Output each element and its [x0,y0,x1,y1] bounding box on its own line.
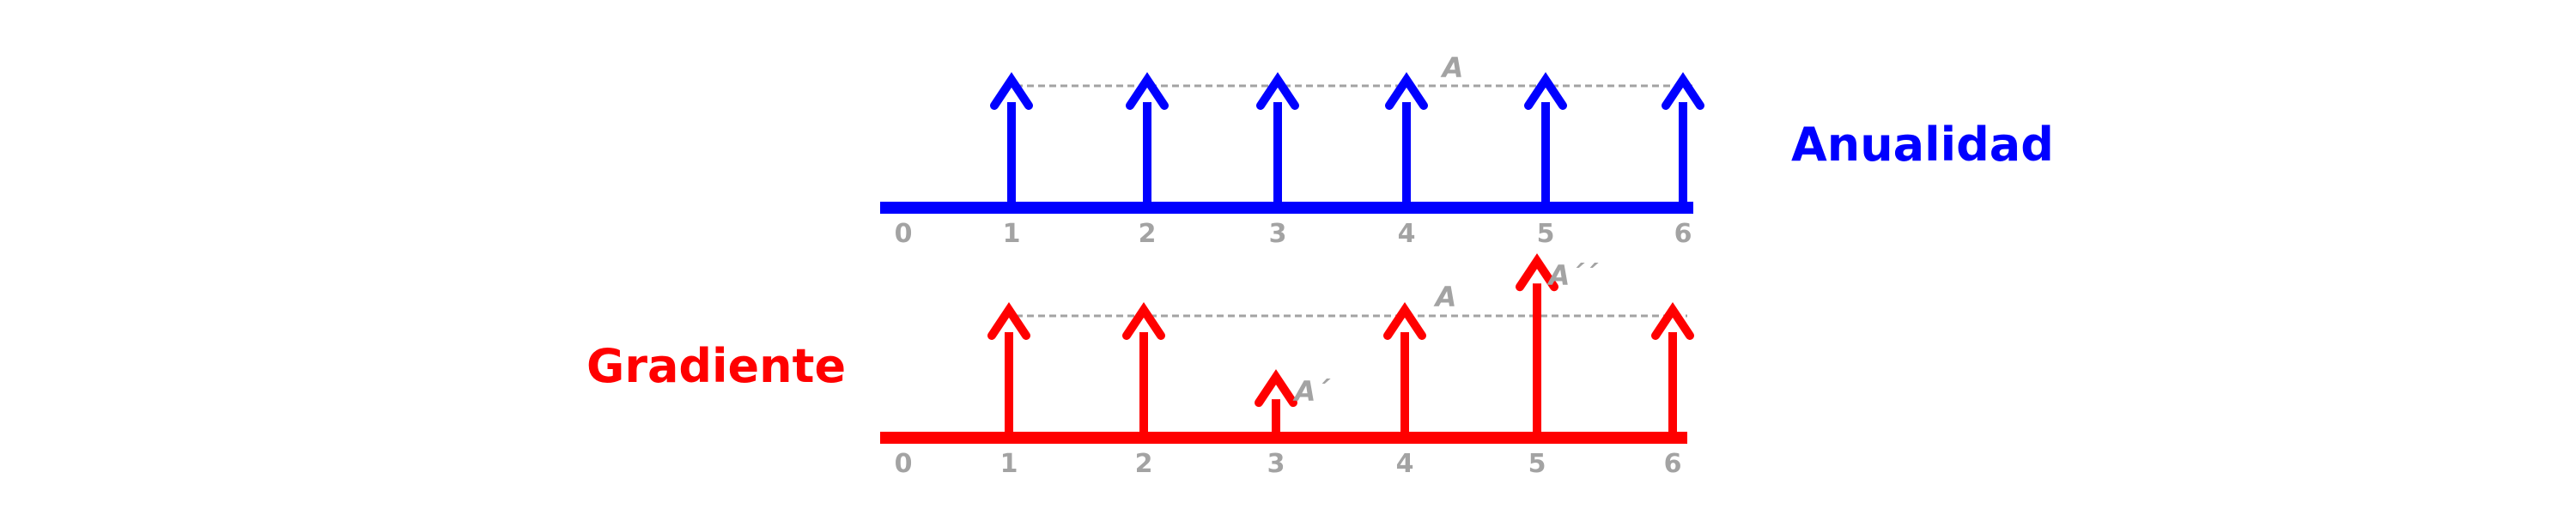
gradient-arrow-head [1255,369,1297,408]
gradient-flow-arrow [987,301,1030,438]
gradient-flow-label: A´´ [1546,259,1600,292]
gradient-arrow-head [1122,301,1165,340]
annuity-flow-arrows [990,71,1704,208]
annuity-arrow-head [1256,71,1299,110]
annuity-flow-arrow [1256,71,1299,208]
annuity-reference-label: A [1440,52,1464,84]
annuity-flow-arrow [990,71,1033,208]
annuity-flow-arrow [1662,71,1704,208]
gradient-flow-arrow [1255,369,1297,438]
gradient-reference-label: A [1433,281,1457,313]
annuity-period-label: 5 [1537,219,1555,249]
annuity-arrow-head [1662,71,1704,110]
annuity-arrow-head [1126,71,1169,110]
gradient-arrow-head [987,301,1030,340]
gradient-diagram: 0 1 2 3 4 5 6 A´ A´´ A Gradiente [586,253,1694,479]
gradient-period-label: 6 [1664,449,1682,479]
gradient-period-labels: 0 1 2 3 4 5 6 [895,449,1682,479]
annuity-arrow-head [1385,71,1428,110]
annuity-diagram: 0 1 2 3 4 5 6 A Anualidad [880,52,2054,249]
gradient-period-label: 5 [1528,449,1546,479]
annuity-flow-arrow [1524,71,1567,208]
annuity-period-label: 3 [1269,219,1287,249]
gradient-arrow-head [1383,301,1426,340]
gradient-flow-arrow [1122,301,1165,438]
annuity-flow-arrow [1126,71,1169,208]
annuity-period-label: 4 [1398,219,1416,249]
gradient-flow-arrows [987,253,1694,438]
annuity-period-labels: 0 1 2 3 4 5 6 [895,219,1692,249]
gradient-period-label: 3 [1267,449,1285,479]
annuity-arrow-head [1524,71,1567,110]
gradient-period-label: 0 [895,449,913,479]
gradient-flow-labels: A´ A´´ [1292,259,1600,408]
gradient-flow-label: A´ [1292,375,1332,408]
annuity-period-label: 6 [1674,219,1692,249]
gradient-period-label: 2 [1135,449,1153,479]
gradient-flow-arrow [1516,253,1558,438]
gradient-arrow-head [1516,253,1558,292]
gradient-flow-arrow [1383,301,1426,438]
annuity-period-label: 2 [1139,219,1157,249]
annuity-period-label: 0 [895,219,913,249]
gradient-period-label: 4 [1396,449,1414,479]
gradient-flow-arrow [1651,301,1694,438]
annuity-title: Anualidad [1791,118,2054,172]
gradient-period-label: 1 [1000,449,1018,479]
annuity-period-label: 1 [1003,219,1021,249]
annuity-flow-arrow [1385,71,1428,208]
annuity-arrow-head [990,71,1033,110]
gradient-title: Gradiente [586,339,846,393]
gradient-arrow-head [1651,301,1694,340]
